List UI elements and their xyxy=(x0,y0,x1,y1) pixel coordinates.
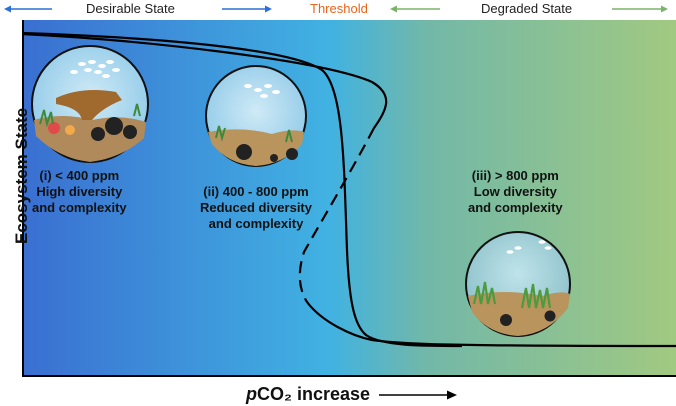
diagram-panel: (i) < 400 ppm High diversity and complex… xyxy=(22,20,676,377)
state-iii-line2: Low diversity xyxy=(468,184,563,200)
reef-scene-icon xyxy=(206,66,306,166)
desirable-state-label: Desirable State xyxy=(86,1,175,17)
degraded-state-label: Degraded State xyxy=(481,1,572,17)
right-arrow-icon xyxy=(612,6,668,13)
x-axis-label-text: CO₂ increase xyxy=(257,384,370,404)
reef-scene-icon xyxy=(32,46,148,162)
state-iii-description: (iii) > 800 ppm Low diversity and comple… xyxy=(468,168,563,216)
threshold-label: Threshold xyxy=(310,1,368,17)
state-i-line1: (i) < 400 ppm xyxy=(32,168,127,184)
state-i-line3: and complexity xyxy=(32,200,127,216)
right-arrow-icon xyxy=(379,388,459,402)
state-iii-line3: and complexity xyxy=(468,200,563,216)
x-axis-label: pCO₂ increase xyxy=(246,384,459,405)
state-ii-line2: Reduced diversity xyxy=(200,200,312,216)
right-arrow-icon xyxy=(222,6,272,13)
x-axis-label-italic: p xyxy=(246,384,257,404)
left-arrow-icon xyxy=(4,6,52,13)
state-ii-line1: (ii) 400 - 800 ppm xyxy=(200,184,312,200)
header-row: Desirable State Threshold Degraded State xyxy=(0,0,676,22)
state-i-description: (i) < 400 ppm High diversity and complex… xyxy=(32,168,127,216)
reef-scene-icon xyxy=(466,232,570,336)
y-axis-label: Ecosystem State xyxy=(12,172,32,244)
state-i-line2: High diversity xyxy=(32,184,127,200)
state-ii-description: (ii) 400 - 800 ppm Reduced diversity and… xyxy=(200,184,312,232)
state-iii-line1: (iii) > 800 ppm xyxy=(468,168,563,184)
state-ii-line3: and complexity xyxy=(200,216,312,232)
left-arrow-icon xyxy=(390,6,440,13)
